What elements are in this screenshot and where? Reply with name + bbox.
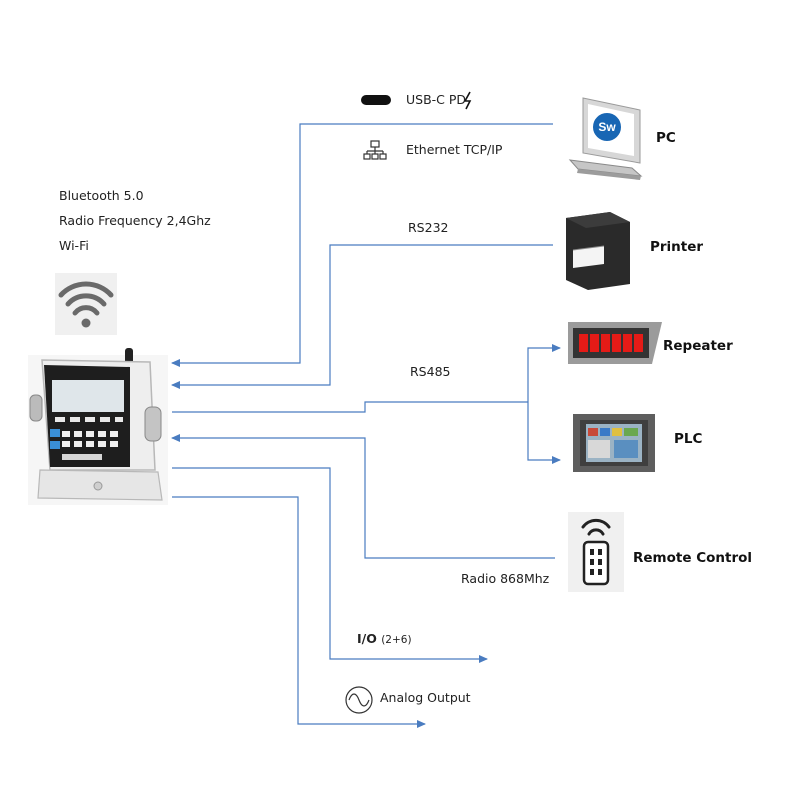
plc-branch-line <box>527 402 561 464</box>
analog-line <box>172 496 426 728</box>
usb-c-label: USB-C PD <box>406 92 467 107</box>
usb-c-icon <box>361 95 391 105</box>
plc-label: PLC <box>674 431 703 447</box>
io-label-main: I/O <box>357 631 377 646</box>
remote-control-label: Remote Control <box>633 550 753 566</box>
radio-868-label: Radio 868Mhz <box>461 571 550 586</box>
rs485-label: RS485 <box>410 364 451 379</box>
remote-control-icon <box>568 512 624 592</box>
radio-line <box>171 434 555 559</box>
wifi-icon <box>55 273 117 335</box>
io-line <box>172 467 488 663</box>
printer-label: Printer <box>650 239 704 255</box>
rs232-line <box>171 244 553 389</box>
weighing-indicator-image <box>28 348 168 505</box>
repeater-branch-line <box>527 344 561 402</box>
wireless-radio-label: Radio Frequency 2,4Ghz <box>59 213 211 228</box>
printer-image <box>566 212 630 290</box>
repeater-label: Repeater <box>663 338 733 354</box>
pc-connection-line <box>171 123 553 367</box>
pc-image <box>568 97 643 180</box>
pc-label: PC <box>656 130 676 146</box>
rs232-label: RS232 <box>408 220 449 235</box>
wireless-wifi-label: Wi-Fi <box>59 238 89 253</box>
lightning-icon <box>463 91 472 110</box>
repeater-image <box>568 322 662 364</box>
pc-logo-text: Sw <box>598 120 616 134</box>
network-icon <box>363 140 387 160</box>
analog-output-label: Analog Output <box>380 690 471 705</box>
io-label-count: (2+6) <box>381 634 412 646</box>
plc-image <box>573 414 655 472</box>
io-label: I/O (2+6) <box>357 631 412 646</box>
sine-wave-icon <box>345 686 373 714</box>
ethernet-label: Ethernet TCP/IP <box>406 142 503 157</box>
wireless-bluetooth-label: Bluetooth 5.0 <box>59 188 144 203</box>
rs485-trunk-line <box>172 401 528 413</box>
